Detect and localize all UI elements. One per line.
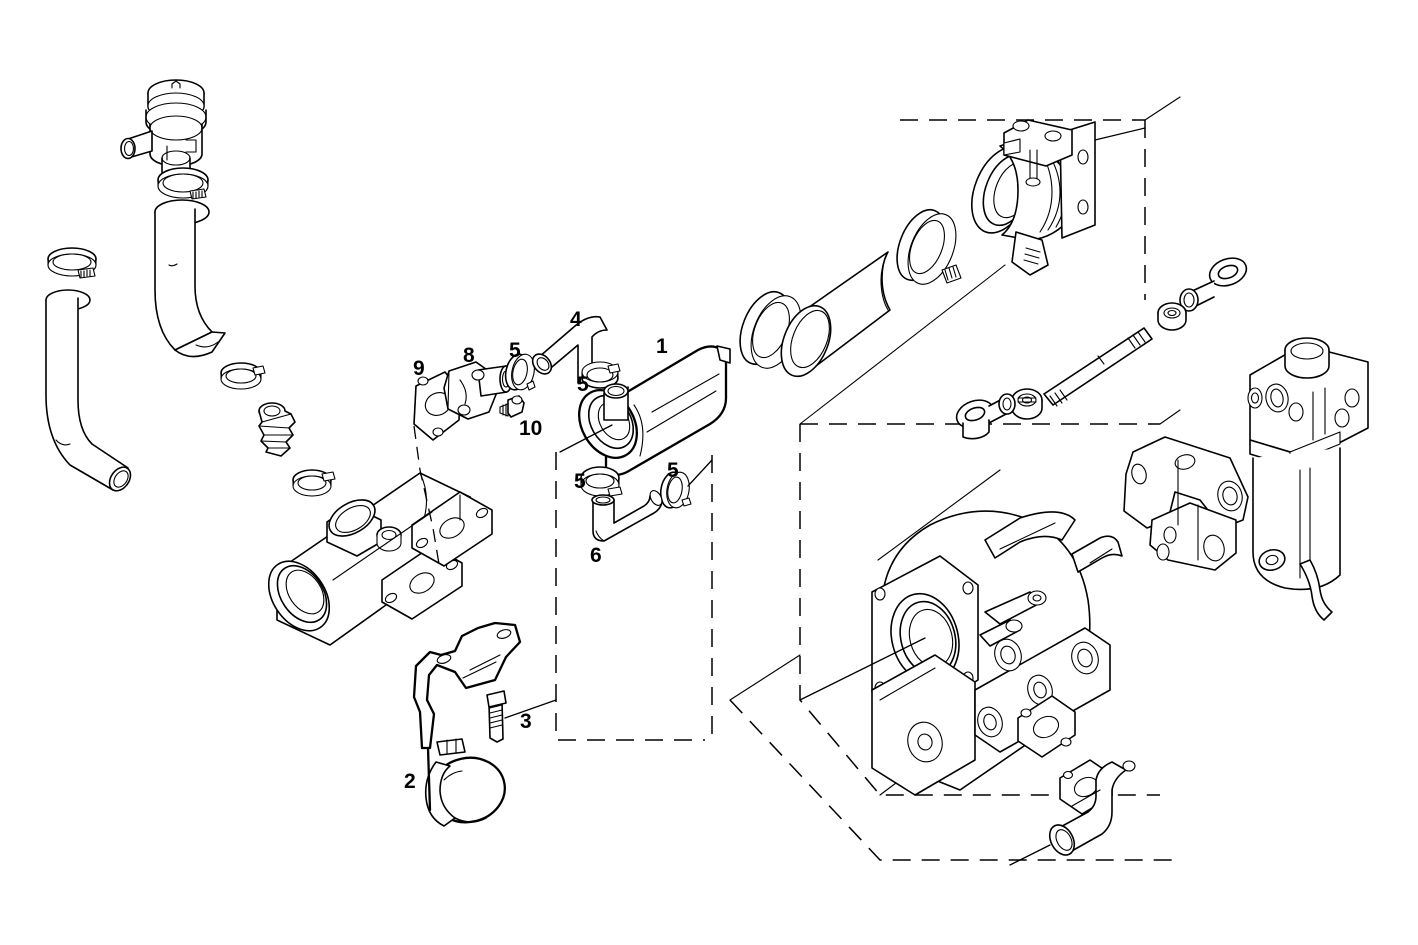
coolant-tube-part-6	[591, 490, 663, 542]
callout-2: 2	[404, 770, 416, 793]
hose-clamp-valve	[157, 167, 209, 200]
banjo-fitting-lower	[955, 393, 1016, 440]
callout-5d: 5	[667, 459, 679, 482]
sealing-washer-upper	[1157, 302, 1187, 331]
callout-1: 1	[656, 335, 668, 358]
banjo-fitting-upper	[1179, 257, 1248, 312]
callout-4: 4	[570, 308, 582, 331]
callout-10: 10	[519, 417, 543, 440]
cylindrical-manifold-housing	[267, 472, 493, 646]
sealing-washer-lower	[1011, 388, 1043, 420]
hose-clamp-5c	[580, 466, 623, 497]
rubber-bellows	[258, 402, 296, 457]
hollow-banjo-bolt	[1043, 327, 1153, 407]
breather-hose-long	[154, 199, 226, 358]
fuel-filter-assembly	[1247, 337, 1369, 621]
dashed-group-boundaries	[555, 119, 1180, 861]
bracket-clamp-part-2	[412, 621, 522, 827]
throttle-body-assembly	[971, 119, 1096, 276]
oil-cooler-part-1	[578, 345, 731, 476]
banjo-screw-part-10	[499, 395, 525, 418]
rubber-sleeve	[780, 251, 891, 378]
callout-8: 8	[463, 344, 475, 367]
crankcase-breather-valve	[120, 79, 207, 180]
filter-mounting-bracket	[1123, 436, 1249, 571]
hex-bolt-part-3	[486, 690, 507, 743]
intake-housing-casting	[871, 510, 1136, 856]
leader-lines	[413, 127, 1146, 866]
callout-5b: 5	[577, 373, 589, 396]
hose-clamp-5a	[504, 353, 536, 391]
hose-clamp-5d	[659, 471, 692, 509]
callout-5a: 5	[509, 339, 521, 362]
callout-5c: 5	[574, 470, 586, 493]
breather-hose-short	[45, 247, 132, 492]
callout-6: 6	[590, 544, 602, 567]
callout-9: 9	[413, 357, 425, 380]
hose-clamp-5b	[581, 361, 621, 389]
intake-clamp-right	[896, 209, 962, 285]
callout-3: 3	[520, 710, 532, 733]
bellows-and-clamps	[220, 362, 336, 497]
elbow-housing-part-8	[443, 361, 513, 420]
